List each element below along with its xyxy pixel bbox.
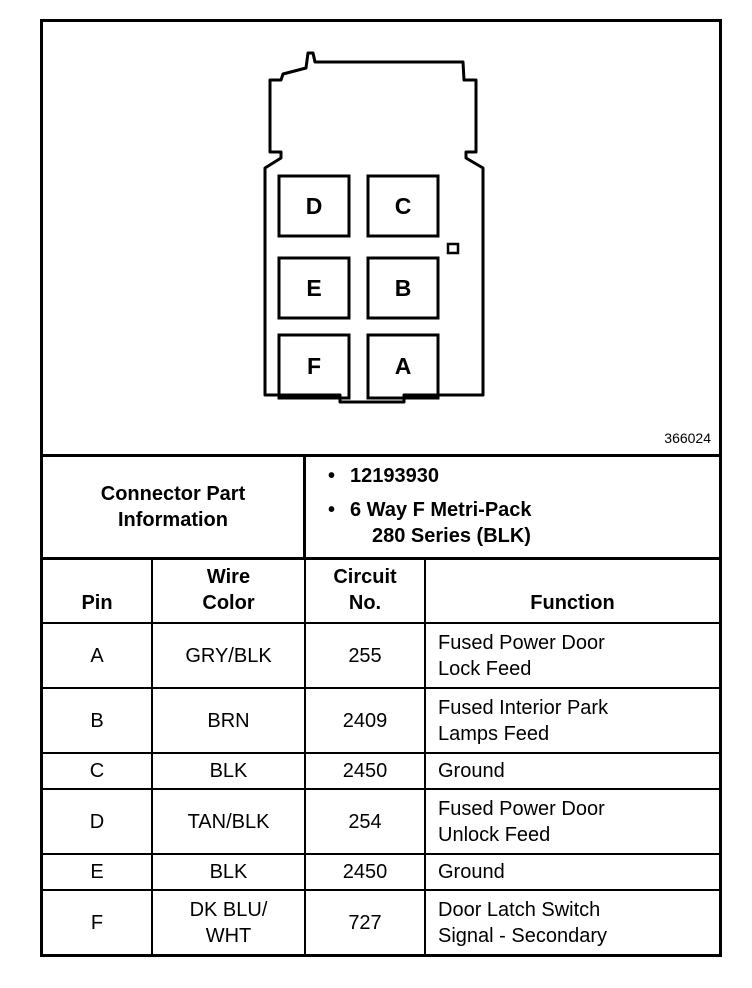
cavity-e-box <box>277 256 351 320</box>
wire-color-cell: BLK <box>151 752 306 790</box>
circuit-cell: 727 <box>304 889 426 954</box>
connector-part-info: Connector Part Information • 12193930 • … <box>43 457 719 560</box>
cavity-label-e: E <box>306 275 322 301</box>
cavity-c-box <box>366 174 440 238</box>
connector-sheet: D C E B F A 366024 Connector Part Inform… <box>40 19 722 957</box>
bullet-icon: • <box>328 465 336 487</box>
header-wire-color: Wire Color <box>151 560 306 624</box>
description-item: • 6 Way F Metri-Pack <box>328 497 532 523</box>
wire-color-cell: BRN <box>151 687 306 754</box>
circuit-cell: 254 <box>304 788 426 855</box>
description-line1: 6 Way F Metri-Pack <box>350 499 532 521</box>
circuit-cell: 2450 <box>304 853 426 891</box>
cavity-label-a: A <box>394 353 412 379</box>
wire-color-cell: GRY/BLK <box>151 622 306 689</box>
circuit-cell: 2409 <box>304 687 426 754</box>
description-line2: 280 Series (BLK) <box>372 525 531 547</box>
cavity-label-b: B <box>394 275 412 301</box>
info-label-line1: Connector Part <box>100 483 246 505</box>
connector-outline <box>263 51 485 404</box>
pin-cell: D <box>43 788 153 855</box>
header-pin: Pin <box>43 560 153 624</box>
function-cell: Ground <box>424 853 719 891</box>
connector-diagram: D C E B F A 366024 <box>43 22 719 457</box>
pin-cell: C <box>43 752 153 790</box>
header-function: Function <box>424 560 719 624</box>
table-row: C BLK 2450 Ground <box>43 752 719 790</box>
bullet-icon: • <box>328 499 336 521</box>
part-number-item: • 12193930 <box>328 463 439 489</box>
info-label-line2: Information <box>118 509 228 531</box>
pin-cell: F <box>43 889 153 954</box>
cavity-a-box <box>366 333 440 400</box>
pin-cell: E <box>43 853 153 891</box>
cavity-d-box <box>277 174 351 238</box>
part-number: 12193930 <box>350 465 439 487</box>
function-cell: Ground <box>424 752 719 790</box>
table-row: E BLK 2450 Ground <box>43 853 719 891</box>
circuit-cell: 255 <box>304 622 426 689</box>
cavity-f-box <box>277 333 351 400</box>
cavity-label-c: C <box>394 193 412 219</box>
info-label: Connector Part Information <box>43 457 306 557</box>
wire-color-cell: DK BLU/WHT <box>151 889 306 954</box>
cavity-label-f: F <box>306 353 322 379</box>
pin-cell: B <box>43 687 153 754</box>
header-circuit-no: Circuit No. <box>304 560 426 624</box>
pin-table: Pin Wire Color Circuit No. Function A GR… <box>43 560 719 954</box>
polarizing-key <box>446 242 460 255</box>
cavity-b-box <box>366 256 440 320</box>
table-header-row: Pin Wire Color Circuit No. Function <box>43 560 719 624</box>
circuit-cell: 2450 <box>304 752 426 790</box>
info-details: • 12193930 • 6 Way F Metri-Pack 280 Seri… <box>306 457 719 557</box>
pin-cell: A <box>43 622 153 689</box>
wire-color-cell: BLK <box>151 853 306 891</box>
cavity-label-d: D <box>305 193 323 219</box>
wire-color-cell: TAN/BLK <box>151 788 306 855</box>
figure-number: 366024 <box>664 430 711 446</box>
